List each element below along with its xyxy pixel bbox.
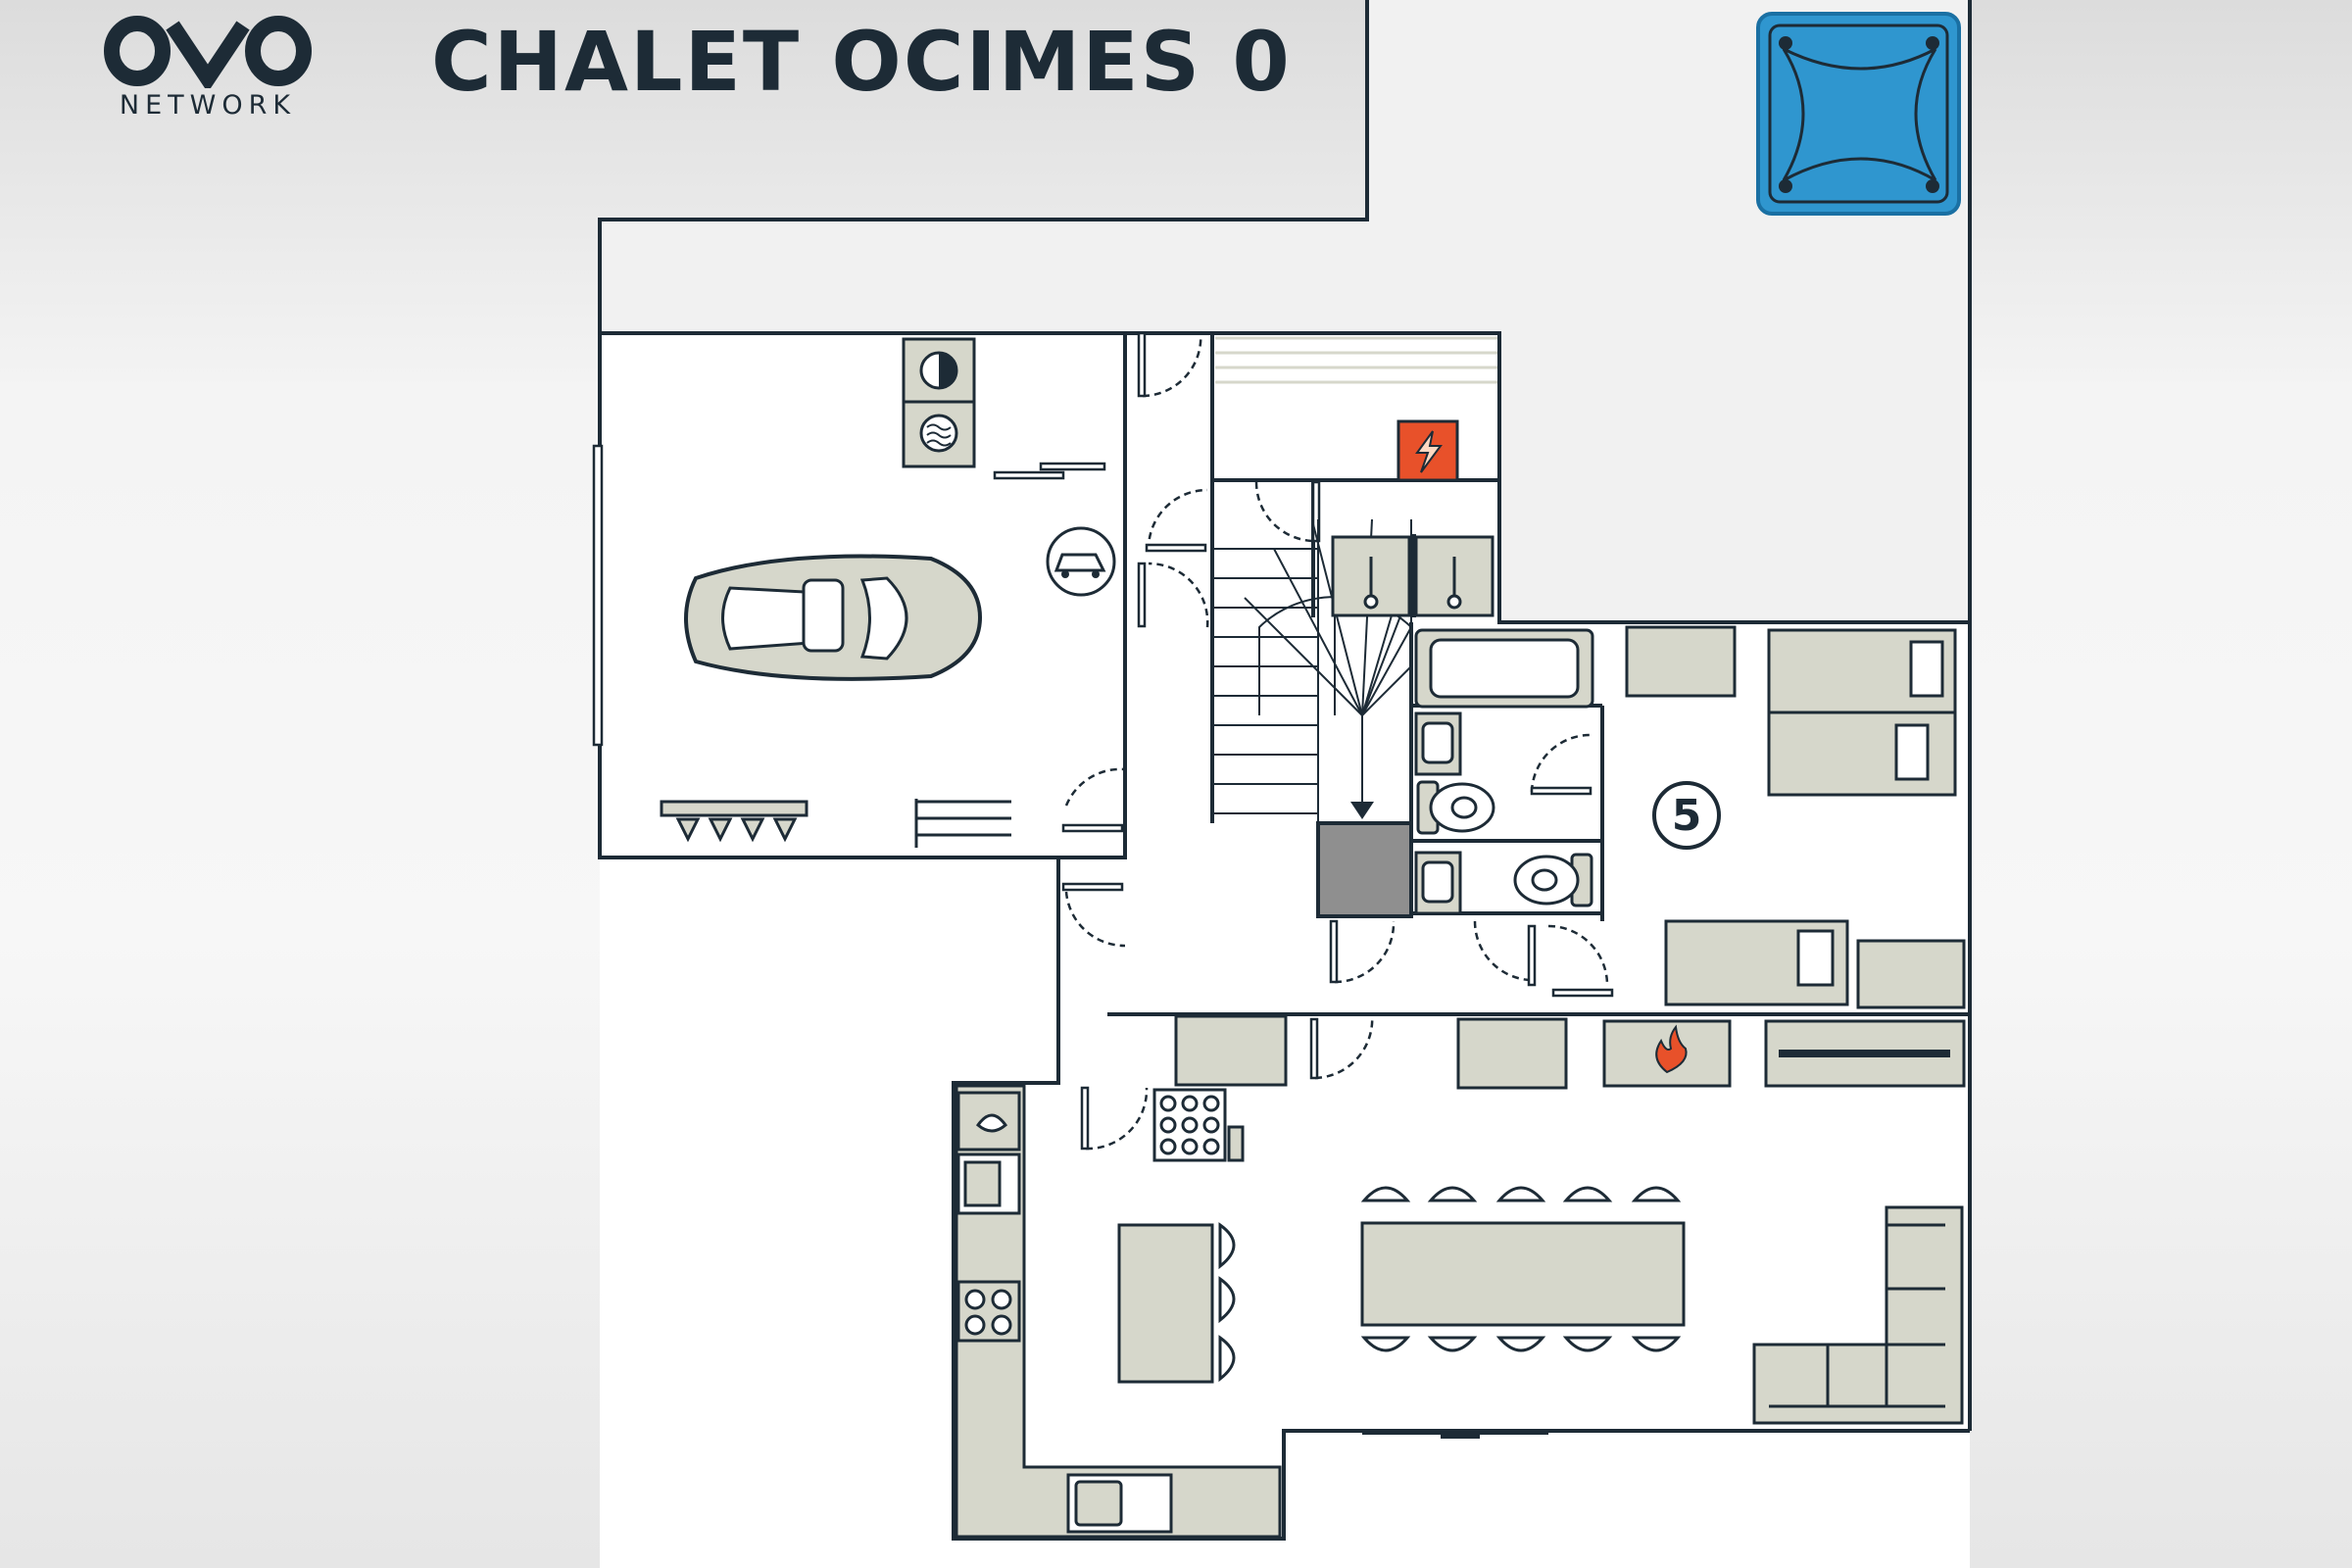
bedroom-number-badge: 5 (1652, 781, 1721, 850)
stairs-arrow (1350, 802, 1374, 819)
lightning-icon (1415, 430, 1443, 473)
stair-landing (1316, 821, 1413, 918)
logo-text: NETWORK (119, 90, 297, 121)
wine-rack (1152, 1088, 1245, 1162)
terrace-area (600, 0, 1970, 622)
car-icon (684, 554, 983, 681)
ev-charger-icon (1046, 526, 1116, 597)
technical-sinks (1331, 535, 1494, 617)
ovo-logo-icon (104, 16, 312, 88)
dining-table (1360, 1186, 1686, 1352)
terrace-deck (1215, 336, 1497, 384)
kitchen (955, 1084, 1282, 1539)
page-title: CHALET OCIMES 0 (431, 14, 1292, 110)
jacuzzi-icon (1756, 12, 1961, 216)
sliding-door (1362, 1431, 1548, 1439)
door-leaves (592, 331, 1614, 1151)
ski-rack (660, 800, 808, 843)
bathroom (1414, 628, 1594, 915)
bedroom-furniture (1625, 625, 1966, 1009)
toilets (1416, 780, 1593, 907)
ski-storage (914, 799, 1011, 848)
fire-icon (1655, 1024, 1688, 1074)
garage-appliances (902, 337, 976, 468)
door-swings (1064, 330, 1609, 1151)
sofa (1752, 1205, 1964, 1425)
electrical-panel (1396, 419, 1459, 482)
dryer-icon (919, 414, 958, 453)
